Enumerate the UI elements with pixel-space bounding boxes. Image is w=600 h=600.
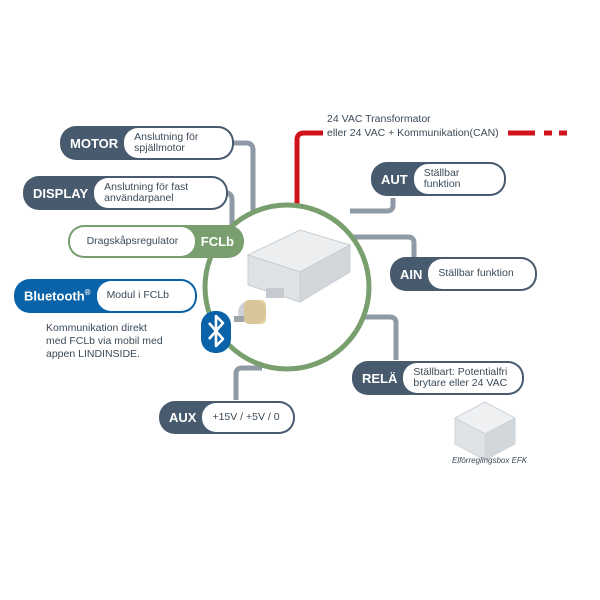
- rela-wire: [330, 314, 399, 360]
- ain-tag: AIN: [400, 266, 423, 282]
- efk-box-image: [453, 401, 517, 461]
- efk-caption: Elförreglingsbox EFK: [452, 456, 528, 465]
- aux-tag: AUX: [169, 410, 197, 425]
- aut-description: Ställbar funktion: [413, 164, 504, 194]
- aut-tag: AUT: [381, 171, 408, 187]
- motor-description: Anslutning för spjällmotor: [124, 128, 232, 158]
- aut-connection: AUT Ställbar funktion: [371, 162, 506, 196]
- bluetooth-description: Modul i FCLb: [96, 281, 195, 311]
- aux-connection: AUX +15V / +5V / 0: [159, 401, 295, 434]
- fclb-label: FCLb Dragskåpsregulator: [68, 225, 244, 258]
- ain-connection: AIN Ställbar funktion: [390, 257, 537, 291]
- rela-tag: RELÄ: [362, 370, 398, 386]
- motor-connection: MOTOR Anslutning för spjällmotor: [60, 126, 234, 160]
- bluetooth-tag: Bluetooth®: [24, 288, 91, 304]
- fclb-device-image: [234, 229, 352, 324]
- ain-description: Ställbar funktion: [428, 259, 535, 289]
- rela-description: Ställbart: Potentialfri brytare eller 24…: [403, 363, 522, 393]
- aux-description: +15V / +5V / 0: [202, 403, 293, 432]
- fclb-tag: FCLb: [200, 234, 234, 249]
- bluetooth-icon: [201, 311, 231, 353]
- power-wire: [294, 130, 323, 205]
- display-description: Anslutning för fast användarpanel: [94, 178, 226, 208]
- motor-wire: [232, 140, 256, 215]
- power-label-line1: 24 VAC Transformator: [327, 113, 431, 125]
- bluetooth-note: Kommunikation direkt med FCLb via mobil …: [46, 322, 163, 360]
- bluetooth-module: Bluetooth® Modul i FCLb: [14, 279, 197, 313]
- power-label-line2: eller 24 VAC + Kommunikation(CAN): [327, 127, 499, 139]
- aux-wire: [233, 365, 262, 400]
- motor-tag: MOTOR: [70, 135, 119, 151]
- display-tag: DISPLAY: [33, 185, 89, 201]
- rela-connection: RELÄ Ställbart: Potentialfri brytare ell…: [352, 361, 524, 395]
- ain-wire: [350, 234, 417, 258]
- display-connection: DISPLAY Anslutning för fast användarpane…: [23, 176, 228, 210]
- aut-wire: [350, 198, 396, 214]
- fclb-description: Dragskåpsregulator: [70, 227, 195, 256]
